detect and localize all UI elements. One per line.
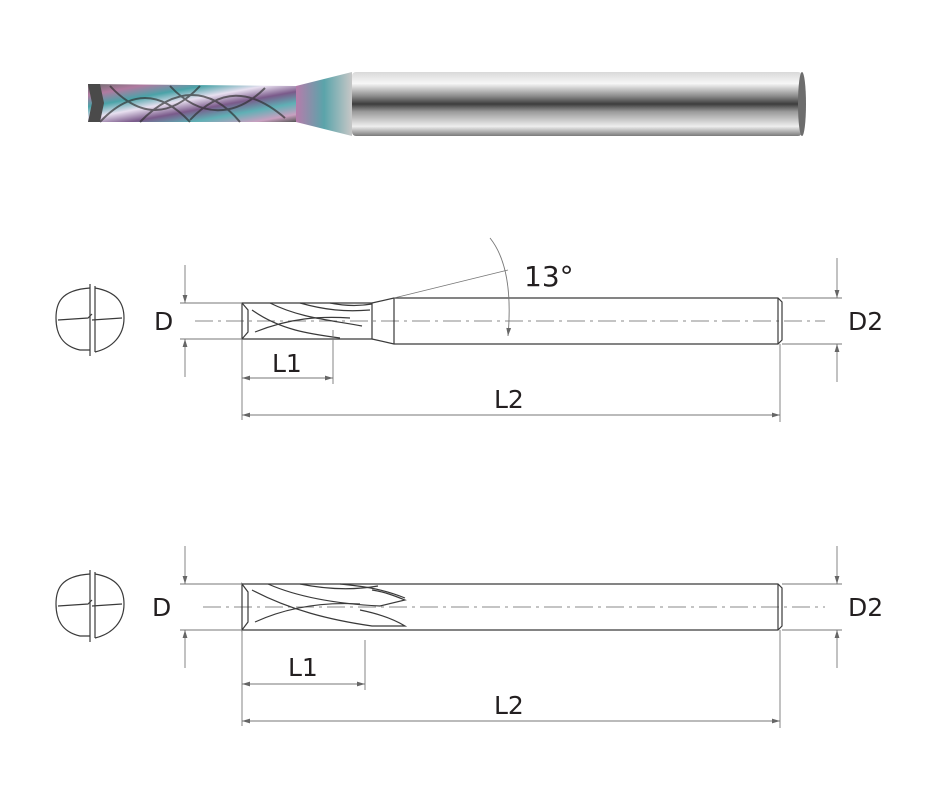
l1-label-top: L1 — [272, 349, 302, 378]
shank — [352, 72, 802, 136]
tool-render — [88, 72, 806, 136]
d2-label-bottom: D2 — [848, 593, 883, 622]
l2-label-bottom: L2 — [494, 691, 524, 720]
dimension-d-top: D — [154, 265, 242, 377]
end-view-top — [55, 284, 125, 356]
dimension-l2-top: L2 — [242, 344, 781, 422]
end-view-bottom — [55, 570, 125, 642]
l1-label-bottom: L1 — [288, 653, 318, 682]
bottom-drawing: D D2 L1 L2 — [55, 546, 883, 728]
dimension-l1-top: L1 — [241, 330, 334, 420]
d-label-top: D — [154, 307, 173, 336]
tool-tip — [88, 84, 104, 122]
angle-dimension: 13° — [393, 237, 574, 337]
shank-end — [798, 72, 806, 136]
l2-label-top: L2 — [494, 385, 524, 414]
dimension-l2-bottom: L2 — [242, 630, 781, 728]
dimension-l1-bottom: L1 — [241, 630, 366, 726]
top-drawing: D D2 13° L1 L2 — [55, 237, 883, 422]
tool-outline-bottom — [241, 582, 783, 632]
dimension-d2-bottom: D2 — [782, 546, 883, 668]
d2-label-top: D2 — [848, 307, 883, 336]
angle-label: 13° — [524, 260, 574, 293]
dimension-d2-top: D2 — [782, 258, 883, 382]
tool-outline-top — [241, 297, 783, 345]
neck-taper — [296, 72, 352, 136]
d-label-bottom: D — [152, 593, 171, 622]
dimension-d-bottom: D — [152, 546, 242, 668]
